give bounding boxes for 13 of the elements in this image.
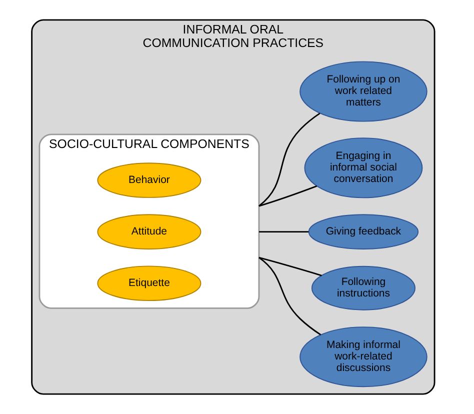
node-ellipse: Giving feedback [308,214,419,250]
connector [258,112,320,207]
node-ellipse: Following up on work related matters [300,61,428,122]
node-ellipse: Etiquette [97,266,202,302]
node-ellipse: Attitude [97,214,202,250]
node-ellipse: Engaging in informal social conversation [304,138,423,198]
connector [258,257,322,336]
node-ellipse: Making informal work-related discussions [300,326,428,388]
node-ellipse: Behavior [97,162,202,198]
connector [258,185,318,207]
connector [258,256,322,276]
connector [258,231,309,233]
node-ellipse: Following instructions [311,266,416,310]
